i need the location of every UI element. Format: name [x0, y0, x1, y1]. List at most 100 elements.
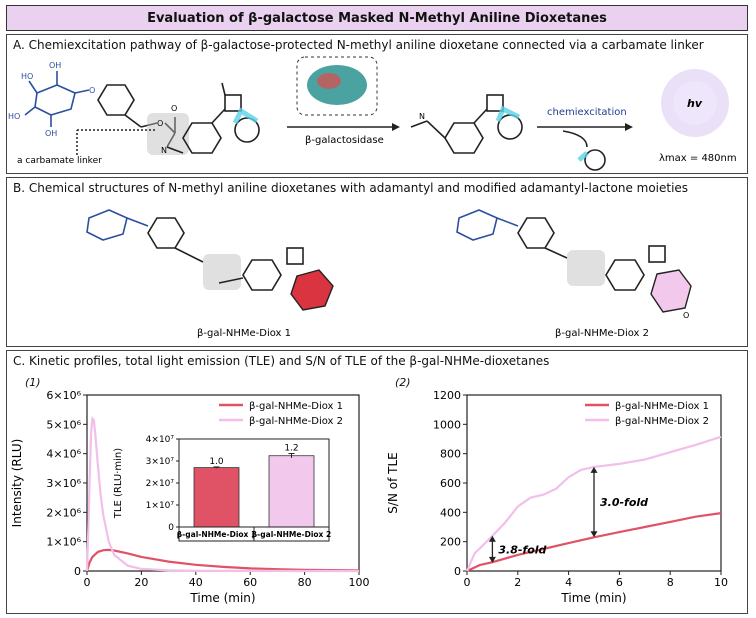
panel-b: B. Chemical structures of N-methyl anili…	[6, 177, 748, 347]
chart2-xtick-label: 6	[616, 576, 623, 589]
chart2-xtick-label: 10	[714, 576, 728, 589]
light-burst-core	[673, 81, 717, 125]
inset-ytick-label: 0	[168, 523, 174, 533]
chart1-legend-label: β-gal-NHMe-Diox 1	[249, 401, 343, 412]
inset-category-label-2: β-gal-NHMe-Diox 2	[252, 530, 331, 539]
chart2-series-2-line	[465, 435, 722, 572]
svg-text:N: N	[161, 146, 167, 155]
chart1-ytick-label: 5×10⁶	[46, 418, 81, 431]
svg-text:OH: OH	[49, 61, 61, 70]
panel-a-heading: A. Chemiexcitation pathway of β-galactos…	[13, 38, 704, 52]
chart1-xtick-label: 100	[349, 576, 370, 589]
nh-label: N	[419, 112, 425, 121]
chart1-xtick-label: 40	[189, 576, 203, 589]
chart1-ytick-label: 6×10⁶	[46, 389, 81, 402]
chart2-ytick-label: 200	[440, 536, 461, 549]
hv-label: hv	[687, 97, 703, 110]
inset-category-cell	[253, 526, 330, 542]
lambda-label: λmax = 480nm	[659, 153, 737, 164]
svg-text:OH: OH	[45, 129, 57, 138]
ketone-highlight	[577, 151, 589, 162]
chart1-xtick-label: 60	[243, 576, 257, 589]
aniline-dioxetane	[166, 82, 242, 154]
chart1-series-2-line	[85, 416, 359, 573]
figure-title: Evaluation of β-galactose Masked N-Methy…	[6, 5, 748, 31]
chart1-ytick-label: 3×10⁶	[46, 477, 81, 490]
chart2-xlabel: Time (min)	[560, 591, 626, 605]
chart1-ylabel: Intensity (RLU)	[10, 439, 24, 528]
panel-b-heading: B. Chemical structures of N-methyl anili…	[13, 181, 689, 195]
chart1-ytick-label: 1×10⁶	[46, 536, 81, 549]
released-amine	[410, 94, 504, 154]
chart2-series-1-line	[466, 512, 722, 572]
inset-ylabel: TLE (RLU·min)	[113, 448, 124, 519]
inset-ytick-label: 4×10⁷	[146, 435, 175, 445]
chart2-ytick-label: 400	[440, 506, 461, 519]
enzyme-box	[296, 56, 378, 116]
chart2-ylabel: S/N of TLE	[386, 452, 400, 513]
chart2-ytick-label: 800	[440, 448, 461, 461]
compound-2-label: β-gal-NHMe-Diox 2	[555, 328, 649, 339]
plot-1-label: (1)	[25, 376, 41, 389]
inset-ytick-label: 3×10⁷	[146, 457, 175, 467]
chart2-ytick-label: 600	[440, 477, 461, 490]
chart2-legend-label: β-gal-NHMe-Diox 1	[615, 401, 709, 412]
chart2-xtick-label: 4	[565, 576, 572, 589]
ketone-product	[584, 149, 606, 171]
cyan-highlight	[232, 107, 259, 125]
panel-a-scheme: HO OH HO OH O OO N a carbamate linker	[8, 56, 737, 171]
chart2-xtick-label: 8	[667, 576, 674, 589]
inset-ytick-label: 2×10⁷	[146, 479, 175, 489]
chart1-xtick-label: 80	[298, 576, 312, 589]
panel-c: C. Kinetic profiles, total light emissio…	[6, 350, 748, 614]
fold-arrowhead-bottom-1	[488, 556, 496, 563]
svg-text:O: O	[171, 104, 177, 113]
svg-text:O: O	[157, 119, 163, 128]
panel-a: A. Chemiexcitation pathway of β-galactos…	[6, 34, 748, 174]
reaction-arrow-1-head	[392, 123, 400, 131]
step-label: chemiexcitation	[547, 107, 627, 118]
chart2-ytick-label: 0	[454, 565, 461, 578]
compound-2-structure: O	[456, 209, 692, 320]
inset-bar-1	[193, 467, 240, 528]
inset-ytick-label: 1×10⁷	[146, 501, 175, 511]
fold-arrowhead-top-2	[590, 466, 598, 473]
chart1-xtick-label: 0	[84, 576, 91, 589]
chart1-legend-label: β-gal-NHMe-Diox 2	[249, 416, 343, 427]
cyan-highlight-2	[495, 105, 521, 122]
svg-text:HO: HO	[21, 72, 33, 81]
chart1-xtick-label: 20	[134, 576, 148, 589]
compound-1-label: β-gal-NHMe-Diox 1	[197, 328, 291, 339]
chart2-ytick-label: 1200	[433, 389, 461, 402]
inset-data-label-2: 1.2	[284, 444, 298, 454]
chart2-xtick-label: 0	[464, 576, 471, 589]
chart1-ytick-label: 4×10⁶	[46, 448, 81, 461]
chart1-series-1-line	[85, 548, 360, 572]
enzyme-label: β-galactosidase	[305, 135, 384, 146]
chart1-xlabel: Time (min)	[189, 591, 255, 605]
inset-data-label-1: 1.0	[209, 457, 224, 467]
side-arrow	[562, 130, 588, 148]
adamantyl-ring	[234, 117, 260, 143]
chart2-xtick-label: 2	[514, 576, 521, 589]
carbamate-labels: OO N	[157, 104, 177, 155]
fold-arrowhead-top-1	[488, 535, 496, 542]
carbamate-highlight	[147, 113, 189, 155]
fold-label-2: 3.0-fold	[600, 496, 648, 509]
svg-text:O: O	[683, 311, 689, 320]
panel-c-heading: C. Kinetic profiles, total light emissio…	[13, 354, 550, 368]
compound-1-structure	[86, 209, 334, 311]
chart2-ytick-label: 1000	[433, 418, 461, 431]
fold-arrowhead-bottom-2	[590, 531, 598, 538]
fold-label-1: 3.8-fold	[498, 543, 546, 556]
svg-text:HO: HO	[8, 112, 20, 121]
linker-label: a carbamate linker	[17, 156, 102, 166]
reaction-arrow-2-head	[625, 123, 633, 131]
chart1-ytick-label: 0	[74, 565, 81, 578]
panel-b-structures: β-gal-NHMe-Diox 1 O β-gal-NHMe-Diox 2	[86, 209, 692, 339]
plot-2-label: (2)	[395, 376, 411, 389]
chart2-legend-label: β-gal-NHMe-Diox 2	[615, 416, 709, 427]
